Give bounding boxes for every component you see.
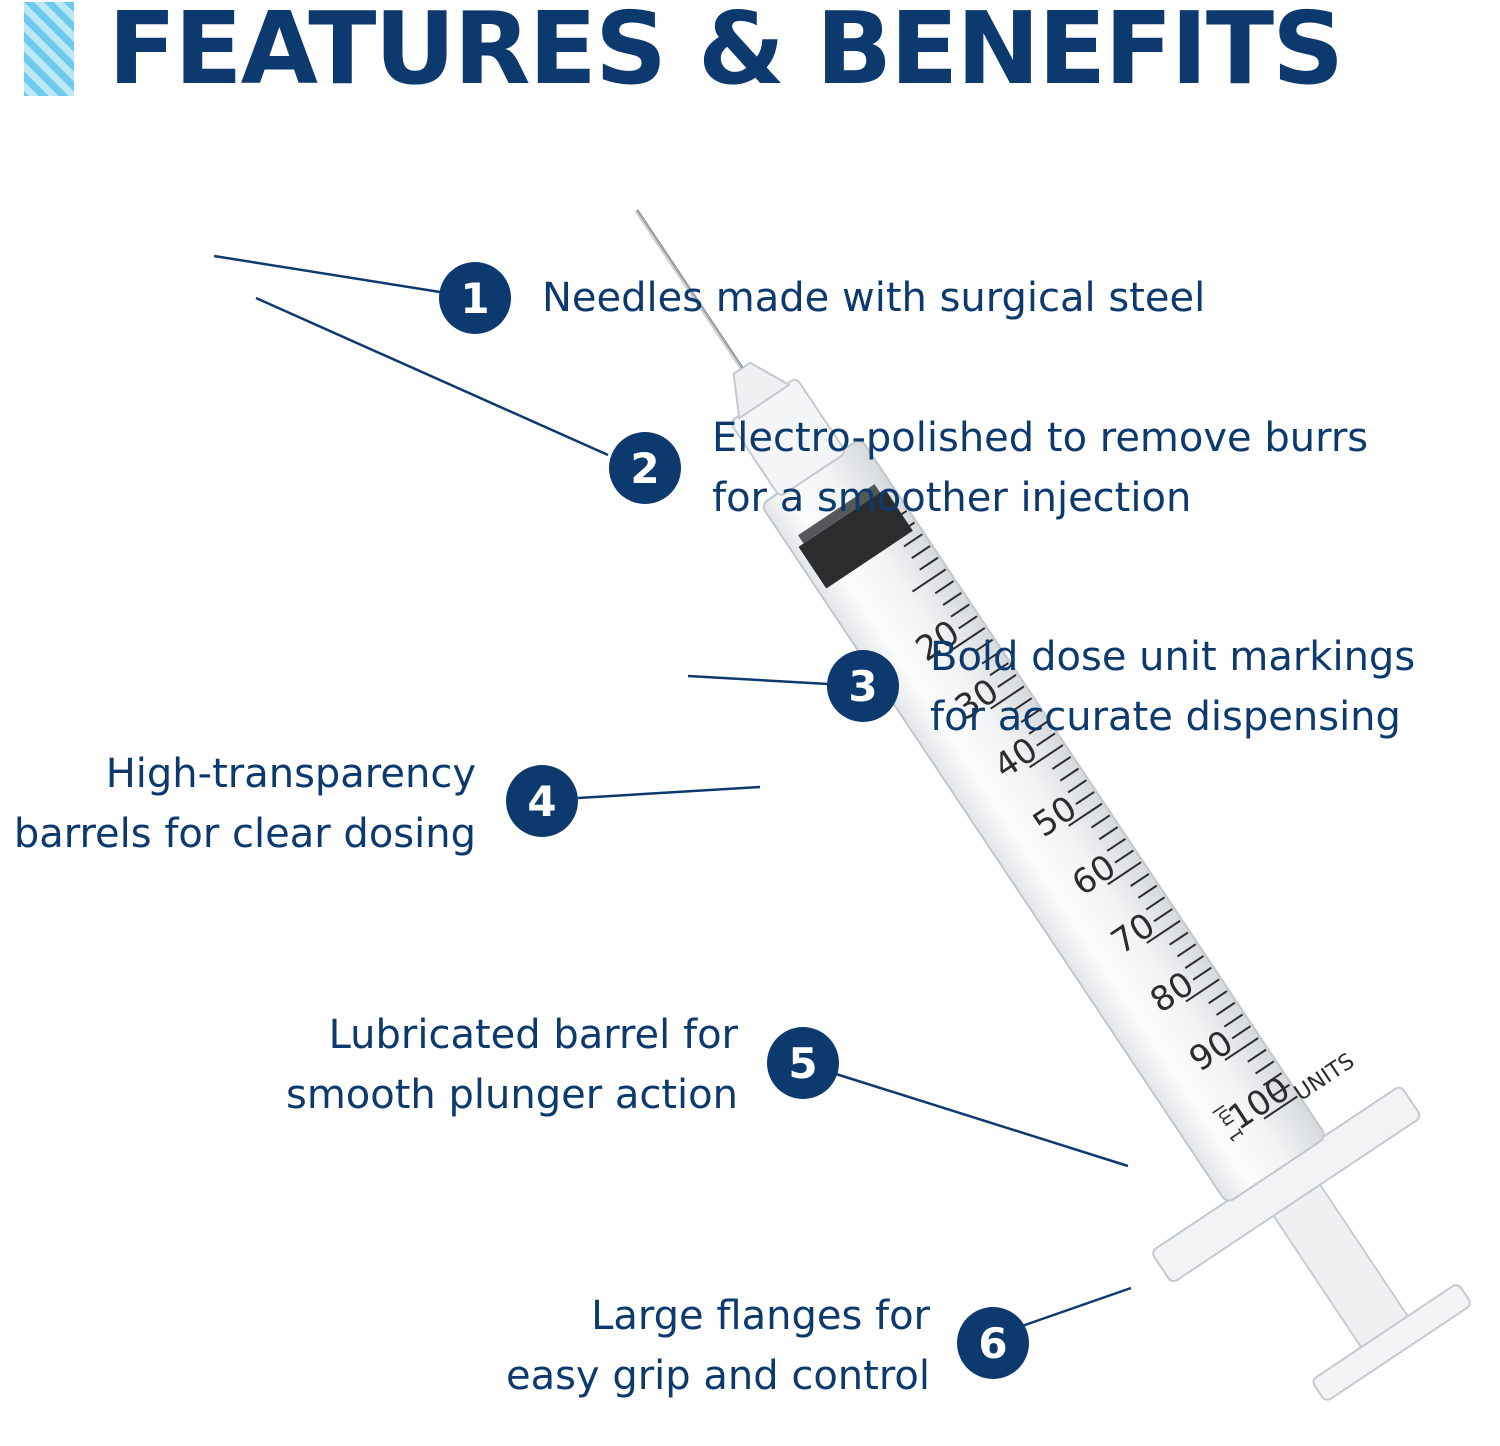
major-tick: [911, 568, 947, 593]
major-tick: [1068, 802, 1103, 827]
major-tick: [1185, 978, 1220, 1003]
minor-tick: [1231, 1025, 1251, 1040]
feature-6-line-1: Large flanges for: [591, 1293, 930, 1339]
major-tick: [1029, 744, 1064, 769]
minor-tick: [1130, 873, 1150, 887]
minor-tick: [1208, 990, 1228, 1005]
minor-tick: [1270, 1083, 1291, 1098]
feature-4-text: High-transparency barrels for clear dosi…: [14, 744, 476, 864]
major-tick: [1224, 1037, 1259, 1061]
minor-tick: [989, 662, 1009, 677]
feature-2-text: Electro-polished to remove burrs for a s…: [712, 408, 1368, 528]
title-accent-stripes: [24, 2, 74, 96]
feature-5-line-1: Lubricated barrel for: [328, 1012, 738, 1058]
minor-tick: [1192, 966, 1212, 981]
needle: [634, 209, 744, 370]
minor-tick: [895, 521, 916, 536]
leader-line-4: [577, 785, 761, 800]
major-tick: [872, 509, 908, 534]
major-tick: [1146, 919, 1181, 944]
feature-1-line-1: Needles made with surgical steel: [542, 275, 1206, 321]
minor-tick: [1255, 1060, 1275, 1075]
minor-tick: [903, 533, 923, 548]
minor-tick: [958, 615, 978, 630]
minor-tick: [1114, 849, 1134, 864]
minor-tick: [1090, 814, 1111, 829]
leader-line-2: [255, 296, 609, 457]
minor-tick: [1262, 1072, 1283, 1087]
minor-tick: [1137, 884, 1158, 899]
feature-6-text: Large flanges for easy grip and control: [506, 1286, 930, 1406]
minor-tick: [1098, 826, 1119, 841]
minor-tick: [942, 591, 962, 606]
svg-text:4: 4: [527, 777, 556, 826]
major-tick: [1263, 1095, 1298, 1120]
plunger-stopper: [798, 489, 913, 589]
minor-tick: [1106, 837, 1126, 852]
minor-tick: [1059, 767, 1080, 782]
minor-tick: [1067, 779, 1087, 794]
minor-tick: [973, 638, 994, 653]
feature-badge-1: 1: [439, 262, 511, 334]
minor-tick: [1153, 908, 1173, 923]
units-label: UNITS: [1290, 1049, 1359, 1107]
leader-line-1: [213, 254, 441, 294]
leader-line-6: [1021, 1286, 1132, 1328]
feature-badge-2: 2: [609, 432, 681, 504]
major-tick: [950, 627, 986, 651]
feature-5-text: Lubricated barrel for smooth plunger act…: [286, 1005, 738, 1125]
major-tick: [1107, 861, 1142, 886]
minor-tick: [1145, 896, 1166, 911]
minor-tick: [1036, 732, 1056, 747]
feature-badge-5: 5: [767, 1027, 839, 1099]
minor-tick: [997, 673, 1017, 688]
minor-tick: [1028, 720, 1048, 735]
feature-3-line-2: for accurate dispensing: [930, 694, 1401, 740]
minor-tick: [1075, 791, 1095, 805]
minor-tick: [934, 580, 955, 595]
feature-2-line-2: for a smoother injection: [712, 475, 1192, 521]
feature-3-text: Bold dose unit markings for accurate dis…: [930, 627, 1415, 747]
leader-line-3: [687, 674, 829, 686]
svg-text:3: 3: [848, 662, 877, 711]
feature-badge-4: 4: [506, 765, 578, 837]
minor-tick: [919, 556, 939, 571]
svg-text:1: 1: [460, 274, 489, 323]
minor-tick: [981, 650, 1002, 665]
minor-tick: [1012, 697, 1033, 712]
feature-4-line-2: barrels for clear dosing: [13, 811, 476, 857]
leader-line-5: [835, 1072, 1129, 1168]
major-tick: [990, 685, 1025, 710]
feature-5-line-2: smooth plunger action: [286, 1072, 738, 1118]
minor-tick: [1020, 709, 1041, 723]
feature-4-line-1: High-transparency: [105, 751, 476, 797]
minor-tick: [1247, 1048, 1267, 1063]
svg-text:2: 2: [630, 444, 659, 493]
minor-tick: [1176, 943, 1197, 958]
svg-text:6: 6: [978, 1319, 1007, 1368]
feature-1-text: Needles made with surgical steel: [542, 268, 1205, 328]
minor-tick: [1215, 1001, 1236, 1016]
feature-badge-6: 6: [957, 1307, 1029, 1379]
minor-tick: [1223, 1013, 1244, 1028]
page-title: FEATURES & BENEFITS: [108, 0, 1344, 107]
minor-tick: [911, 545, 931, 559]
dose-scale-ticks: [872, 509, 1298, 1120]
svg-text:5: 5: [788, 1039, 817, 1088]
minor-tick: [1184, 955, 1205, 969]
minor-tick: [1051, 755, 1072, 770]
feature-6-line-2: easy grip and control: [505, 1353, 930, 1399]
feature-3-line-1: Bold dose unit markings: [930, 634, 1416, 680]
feature-badge-3: 3: [827, 650, 899, 722]
minor-tick: [950, 603, 970, 618]
minor-tick: [1169, 931, 1189, 946]
feature-2-line-1: Electro-polished to remove burrs: [712, 415, 1369, 461]
plunger-thumb-press: [1312, 1284, 1471, 1401]
